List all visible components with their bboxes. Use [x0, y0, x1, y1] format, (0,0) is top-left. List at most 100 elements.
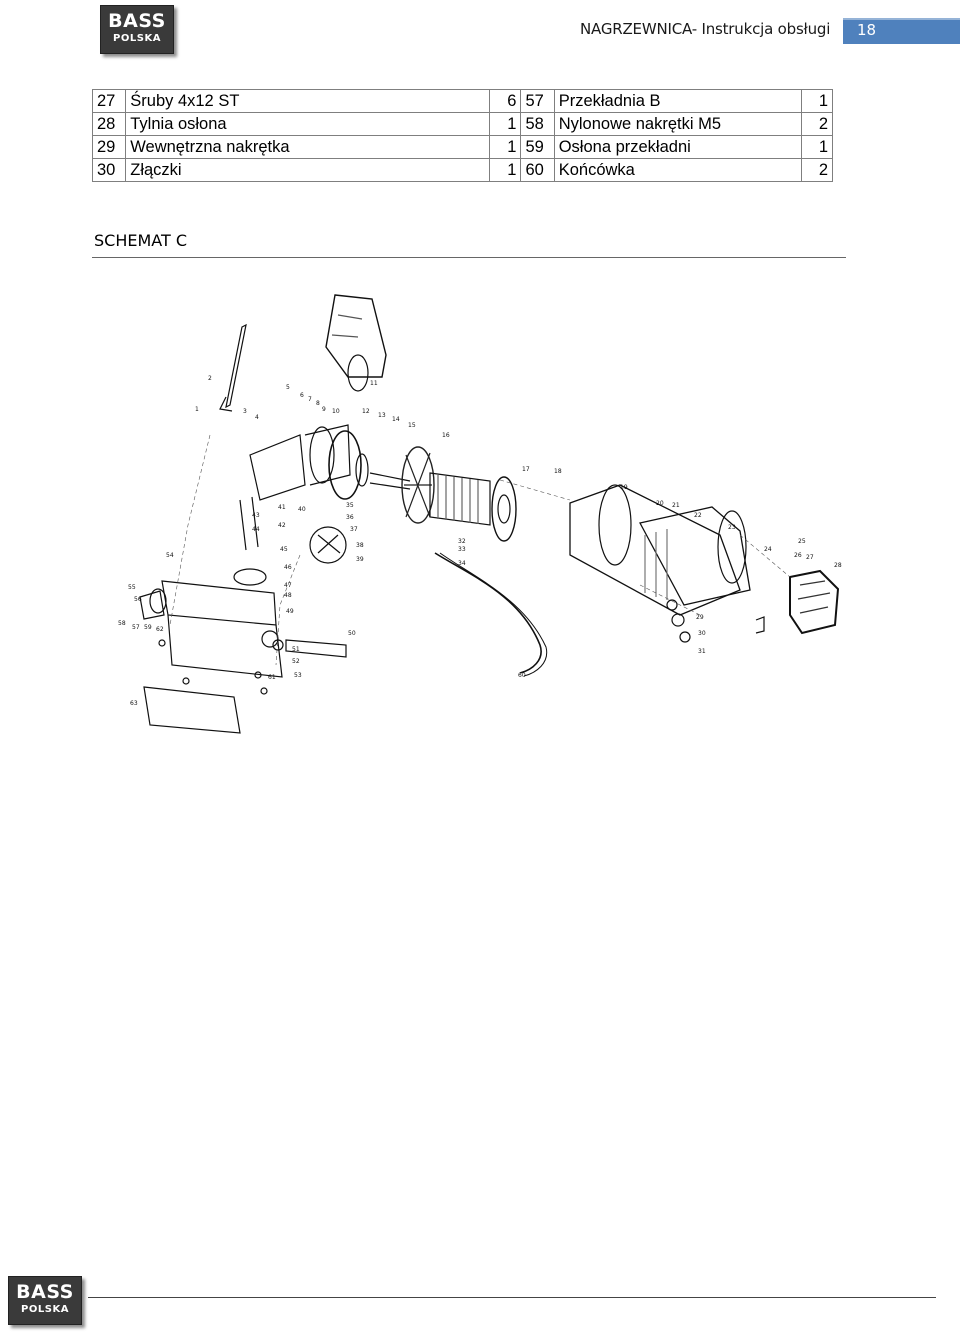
diagram-part-label: 5	[286, 384, 290, 391]
diagram-part-label: 7	[308, 396, 312, 403]
footer-divider	[88, 1297, 936, 1298]
diagram-part-label: 20	[656, 500, 664, 507]
diagram-part-label: 63	[130, 700, 138, 707]
diagram-part-label: 55	[128, 584, 136, 591]
diagram-part-label: 25	[798, 538, 806, 545]
diagram-part-label: 59	[144, 624, 152, 631]
part-name-cell: Śruby 4x12 ST	[125, 89, 491, 113]
diagram-part-label: 30	[698, 630, 706, 637]
diagram-part-label: 26	[794, 552, 802, 559]
part-quantity-cell: 2	[800, 112, 834, 136]
diagram-part-label: 41	[278, 504, 286, 511]
part-number-cell: 29	[91, 135, 127, 159]
diagram-part-label: 22	[694, 512, 702, 519]
part-quantity-cell: 2	[800, 158, 834, 182]
diagram-part-label: 34	[458, 560, 466, 567]
diagram-part-label: 12	[362, 408, 370, 415]
diagram-part-label: 45	[280, 546, 288, 553]
diagram-part-label: 60	[518, 672, 526, 679]
diagram-part-label: 53	[294, 672, 302, 679]
diagram-part-label: 50	[348, 630, 356, 637]
part-number-cell: 27	[91, 89, 127, 113]
diagram-part-label: 43	[252, 512, 260, 519]
part-number-cell: 28	[91, 112, 127, 136]
diagram-part-label: 15	[408, 422, 416, 429]
section-divider	[92, 257, 846, 258]
diagram-part-label: 36	[346, 514, 354, 521]
part-name-cell: Przekładnia B	[553, 89, 802, 113]
diagram-part-label: 31	[698, 648, 706, 655]
part-number-cell: 57	[520, 89, 555, 113]
diagram-part-label: 1	[195, 406, 199, 413]
diagram-part-label: 40	[298, 506, 306, 513]
diagram-part-label: 19	[620, 484, 628, 491]
part-number-cell: 30	[91, 158, 127, 182]
document-title: NAGRZEWNICA- Instrukcja obsługi	[580, 20, 831, 38]
diagram-part-label: 8	[316, 400, 320, 407]
part-name-cell: Osłona przekładni	[553, 135, 802, 159]
footer-logo-text-main: BASS	[16, 1281, 74, 1303]
footer-logo-text-sub: POLSKA	[21, 1304, 69, 1315]
part-name-cell: Wewnętrzna nakrętka	[125, 135, 491, 159]
diagram-part-label: 23	[728, 524, 736, 531]
diagram-part-label: 49	[286, 608, 294, 615]
part-quantity-cell: 1	[489, 112, 522, 136]
part-quantity-cell: 1	[489, 135, 522, 159]
section-title: SCHEMAT C	[94, 231, 188, 250]
diagram-part-label: 48	[284, 592, 292, 599]
diagram-part-label: 11	[370, 380, 378, 387]
diagram-part-label: 62	[156, 626, 164, 633]
diagram-part-label: 44	[252, 526, 260, 533]
diagram-part-label: 29	[696, 614, 704, 621]
diagram-part-label: 46	[284, 564, 292, 571]
diagram-part-label: 57	[132, 624, 140, 631]
footer-logo: BASS POLSKA	[8, 1276, 82, 1325]
brand-logo: BASS POLSKA	[100, 5, 174, 54]
part-name-cell: Nylonowe nakrętki M5	[553, 112, 802, 136]
page-number: 18	[857, 21, 877, 39]
logo-text-main: BASS	[108, 10, 166, 32]
diagram-part-label: 27	[806, 554, 814, 561]
diagram-part-label: 3	[243, 408, 247, 415]
diagram-part-label: 54	[166, 552, 174, 559]
diagram-part-label: 52	[292, 658, 300, 665]
diagram-part-label: 33	[458, 546, 466, 553]
diagram-part-label: 42	[278, 522, 286, 529]
diagram-part-label: 4	[255, 414, 259, 421]
diagram-part-label: 17	[522, 466, 530, 473]
diagram-part-label: 14	[392, 416, 400, 423]
part-name-cell: Tylnia osłona	[125, 112, 491, 136]
diagram-part-label: 10	[332, 408, 340, 415]
diagram-part-label: 47	[284, 582, 292, 589]
part-quantity-cell: 1	[489, 158, 522, 182]
diagram-part-label: 6	[300, 392, 304, 399]
page-number-box	[843, 18, 960, 44]
part-number-cell: 60	[520, 158, 555, 182]
diagram-part-label: 37	[350, 526, 358, 533]
part-name-cell: Złączki	[125, 158, 491, 182]
part-quantity-cell: 1	[800, 89, 834, 113]
diagram-part-label: 58	[118, 620, 126, 627]
diagram-part-label: 51	[292, 646, 300, 653]
diagram-part-label: 35	[346, 502, 354, 509]
part-quantity-cell: 6	[489, 89, 522, 113]
diagram-part-label: 56	[134, 596, 142, 603]
diagram-part-label: 61	[268, 674, 276, 681]
diagram-part-label: 18	[554, 468, 562, 475]
diagram-part-label: 32	[458, 538, 466, 545]
part-number-cell: 59	[520, 135, 555, 159]
diagram-part-label: 13	[378, 412, 386, 419]
part-name-cell: Końcówka	[553, 158, 802, 182]
diagram-part-label: 9	[322, 406, 326, 413]
part-number-cell: 58	[520, 112, 555, 136]
logo-text-sub: POLSKA	[113, 33, 161, 44]
diagram-part-label: 21	[672, 502, 680, 509]
part-quantity-cell: 1	[800, 135, 834, 159]
diagram-part-label: 38	[356, 542, 364, 549]
